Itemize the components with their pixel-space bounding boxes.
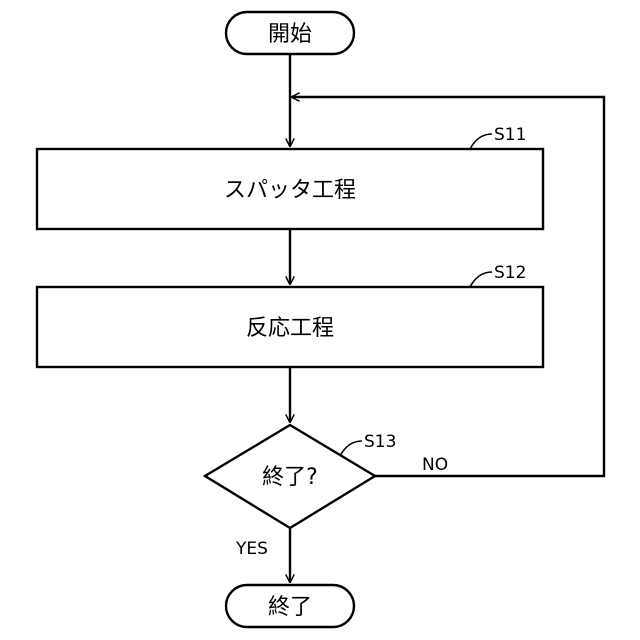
end-label: 終了	[268, 595, 312, 620]
step-ref-s11: S11	[494, 125, 526, 145]
leader-s11	[470, 134, 492, 149]
process-label-s12: 反応工程	[246, 316, 334, 341]
edge-label-yes: YES	[235, 539, 268, 559]
decision-label-s13: 終了?	[262, 465, 318, 490]
leader-s13	[340, 441, 362, 456]
leader-s12	[470, 272, 492, 287]
step-ref-s13: S13	[364, 432, 396, 452]
edge-label-no: NO	[422, 455, 448, 475]
step-ref-s12: S12	[494, 263, 526, 283]
start-label: 開始	[268, 22, 312, 47]
process-label-s11: スパッタ工程	[224, 178, 356, 203]
